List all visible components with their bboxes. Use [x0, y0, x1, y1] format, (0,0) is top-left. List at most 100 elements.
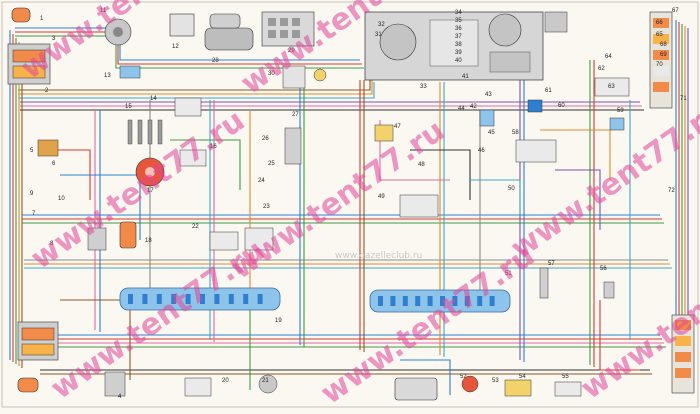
- sensor-16: [179, 149, 207, 167]
- component-number-label: 51: [505, 271, 512, 277]
- component-number-label: 59: [617, 108, 624, 114]
- speaker-52: [461, 375, 479, 393]
- component-number-label: 11: [100, 8, 107, 14]
- switch-24: [284, 127, 302, 165]
- component-number-label: 68: [660, 42, 667, 48]
- component-number-label: 5: [30, 148, 34, 154]
- component-number-label: 32: [378, 22, 385, 28]
- component-number-label: 34: [455, 10, 462, 16]
- connector-pin: [402, 296, 408, 306]
- component-number-label: 23: [263, 204, 270, 210]
- component-number-label: 57: [548, 261, 555, 267]
- relay-13: [119, 65, 141, 79]
- headlamp-left-top: [7, 7, 51, 85]
- component-number-label: 14: [150, 96, 157, 102]
- motor-4: [104, 371, 126, 397]
- component-number-label: 9: [30, 191, 34, 197]
- tail-lamp-right-bottom: [671, 314, 695, 394]
- connector-pin: [142, 294, 148, 304]
- component-number-label: 31: [375, 32, 382, 38]
- connector-pin: [477, 296, 483, 306]
- component-number-label: 36: [455, 26, 462, 32]
- component-number-label: 47: [394, 124, 401, 130]
- connector-pin: [489, 296, 495, 306]
- component-number-label: 29: [288, 48, 295, 54]
- relay-47: [374, 124, 394, 142]
- component-number-label: 66: [656, 20, 663, 26]
- connectors-layer: [119, 287, 511, 313]
- watermark-faint: www.gazelleclub.ru: [335, 251, 422, 261]
- component-number-label: 54: [519, 374, 526, 380]
- switch-60: [527, 99, 543, 113]
- component-number-label: 10: [58, 196, 65, 202]
- component-number-label: 33: [420, 84, 427, 90]
- connector-pin: [200, 294, 205, 304]
- component-number-label: 4: [118, 394, 122, 400]
- component-number-label: 71: [680, 96, 687, 102]
- component-number-label: 27: [292, 112, 299, 118]
- component-number-label: 60: [558, 103, 565, 109]
- relay-33: [282, 65, 306, 89]
- component-number-label: 41: [462, 74, 469, 80]
- connector-pin: [440, 296, 445, 306]
- component-number-label: 53: [492, 378, 499, 384]
- component-number-label: 28: [212, 58, 219, 64]
- component-number-label: 7: [32, 211, 36, 217]
- relay-54: [504, 379, 532, 397]
- component-number-label: 58: [512, 130, 519, 136]
- component-number-label: 6: [52, 161, 56, 167]
- component-number-label: 69: [660, 52, 667, 58]
- connector-pin: [464, 296, 470, 306]
- component-number-label: 22: [192, 224, 199, 230]
- component-number-label: 25: [268, 161, 275, 167]
- component-number-label: 56: [600, 266, 607, 272]
- switch-59: [609, 117, 625, 131]
- headlamp-left-bottom: [17, 321, 59, 393]
- battery: [87, 227, 107, 251]
- connector-pin: [128, 294, 133, 304]
- component-number-label: 1: [40, 16, 44, 22]
- alternator: [104, 18, 132, 46]
- component-number-label: 24: [258, 178, 265, 184]
- ignition-distributor: [135, 157, 165, 187]
- component-number-label: 48: [418, 162, 425, 168]
- connector-pin: [171, 294, 177, 304]
- component-number-label: 49: [378, 194, 385, 200]
- component-number-label: 20: [222, 378, 229, 384]
- switch-62: [594, 77, 630, 97]
- watermark-group: www.tent77.ru www.tent77.ru www.tent77.r…: [15, 0, 700, 412]
- component-number-label: 19: [275, 318, 282, 324]
- relay-22: [209, 231, 239, 251]
- connector-pin: [427, 296, 433, 306]
- component-number-label: 55: [562, 374, 569, 380]
- voltage-regulator: [169, 13, 195, 37]
- component-number-label: 52: [460, 374, 467, 380]
- tail-lamp-right-top: [649, 11, 673, 109]
- connector-pin: [378, 296, 383, 306]
- component-number-label: 35: [455, 18, 462, 24]
- connector-pin: [257, 294, 263, 304]
- component-number-label: 3: [52, 36, 56, 42]
- relay-49: [399, 194, 439, 218]
- connector-pin: [156, 294, 162, 304]
- relay-23: [244, 227, 274, 251]
- connector-pin: [390, 296, 396, 306]
- relay-20: [184, 377, 212, 397]
- spark-plugs: [127, 119, 163, 145]
- ignition-coil: [119, 221, 137, 249]
- component-number-label: 70: [656, 62, 663, 68]
- component-number-label: 67: [672, 8, 679, 14]
- connector-pin: [214, 294, 220, 304]
- components-layer: [7, 7, 695, 401]
- component-number-label: 64: [605, 54, 612, 60]
- instrument-cluster: [364, 11, 568, 81]
- connector-pin: [415, 296, 421, 306]
- fuse-block-top: [261, 11, 315, 47]
- relay-14: [174, 97, 202, 117]
- connector-pin: [452, 296, 458, 306]
- component-number-label: 30: [268, 71, 275, 77]
